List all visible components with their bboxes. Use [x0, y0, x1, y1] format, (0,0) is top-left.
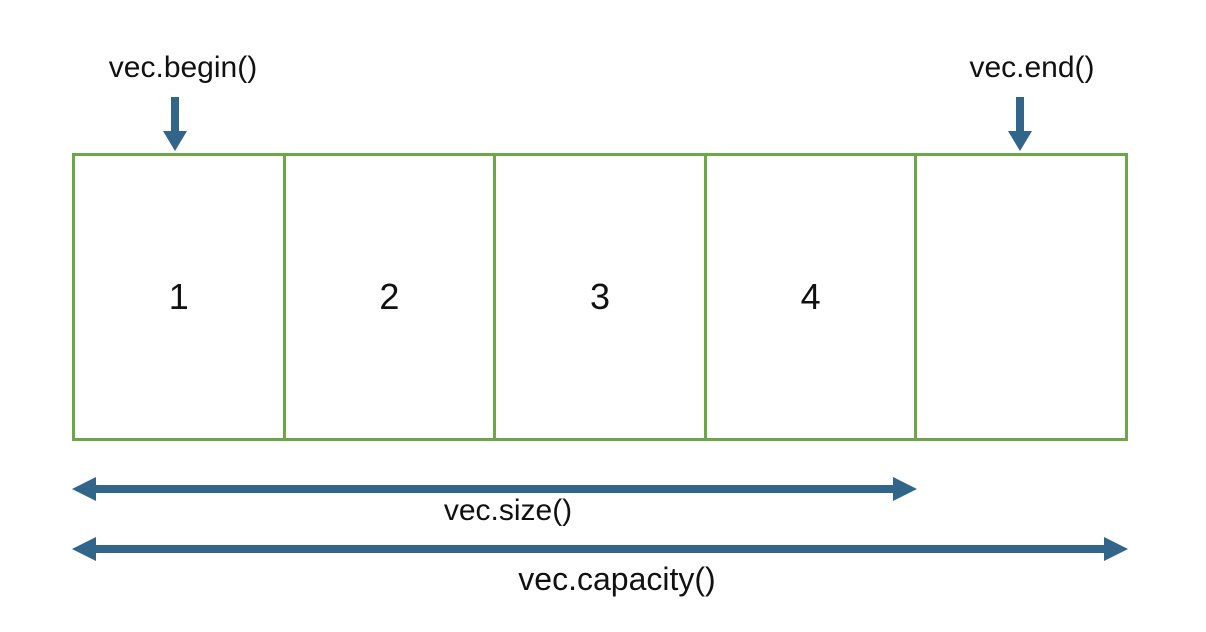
capacity-range-label: vec.capacity() — [518, 561, 716, 597]
size-arrow-shaft — [96, 485, 893, 493]
vector-cell: 2 — [286, 156, 497, 438]
cell-value: 1 — [168, 276, 189, 317]
vector-cell: 4 — [707, 156, 918, 438]
capacity-arrow-left-head — [72, 537, 96, 561]
size-range-label: vec.size() — [443, 494, 573, 527]
capacity-arrow-right-head — [1104, 537, 1128, 561]
end-arrow-head — [1008, 131, 1032, 151]
begin-arrow-stem — [171, 97, 179, 131]
cell-value: 4 — [800, 276, 821, 317]
capacity-arrow-shaft — [96, 545, 1104, 553]
vector-cell: 1 — [75, 156, 286, 438]
cell-value: 3 — [589, 276, 610, 317]
vector-cell: 3 — [496, 156, 707, 438]
size-arrow-right-head — [893, 477, 917, 501]
size-range-double-arrow-icon — [72, 477, 917, 501]
vector-cell-empty — [917, 156, 1125, 438]
begin-down-arrow-icon — [163, 97, 187, 151]
capacity-range-double-arrow-icon — [72, 537, 1128, 561]
end-arrow-stem — [1016, 97, 1024, 131]
vector-box: 1 2 3 4 — [72, 153, 1128, 441]
begin-pointer-label: vec.begin() — [108, 51, 258, 84]
begin-arrow-head — [163, 131, 187, 151]
cell-value: 2 — [379, 276, 400, 317]
end-pointer-label: vec.end() — [969, 51, 1095, 84]
size-arrow-left-head — [72, 477, 96, 501]
end-down-arrow-icon — [1008, 97, 1032, 151]
